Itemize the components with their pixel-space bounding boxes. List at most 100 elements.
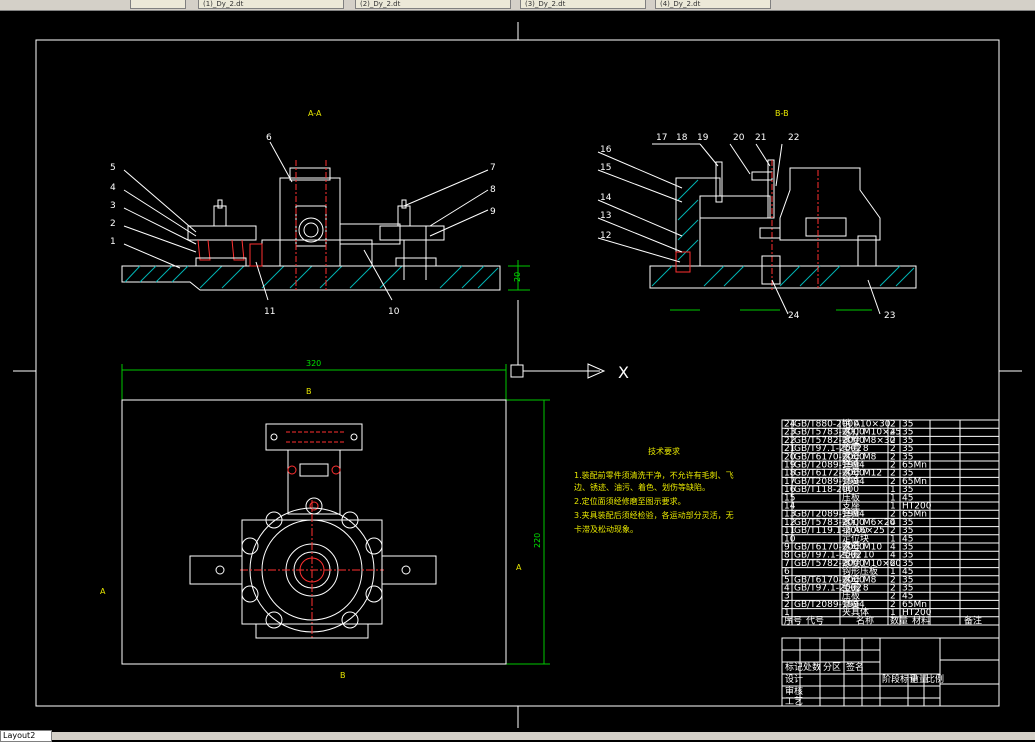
bom-cell: 45 — [902, 592, 913, 602]
tech-req-line-3: 2.定位面须经修磨至图示要求。 — [574, 496, 686, 506]
part-label-13: 13 — [600, 211, 611, 221]
bom-cell: 35 — [902, 420, 913, 430]
bom-cell: 35 — [902, 469, 913, 479]
part-label-3: 3 — [110, 201, 116, 211]
tb-mark: 标记 — [785, 661, 803, 673]
section-aa-view: A-A — [110, 109, 530, 317]
section-marker-a-right: A — [516, 563, 522, 572]
bom-cell: 垫圈 8 — [842, 442, 869, 454]
bom-cell: HT200 — [902, 608, 932, 618]
bom-cell: 35 — [902, 428, 913, 438]
tb-sign: 签名 — [846, 661, 864, 673]
bom-cell: 2 — [890, 600, 896, 610]
bom-cell: 16 — [784, 485, 796, 495]
bom-cell: 2 — [890, 477, 896, 487]
bom-cell: GB/T97.1-2002 — [794, 444, 862, 454]
bom-cell: 2 — [890, 461, 896, 471]
tech-req-line-1: 1.装配前零件须清洗干净，不允许有毛刺、飞 — [574, 470, 734, 480]
bom-cell: 螺钉 M10×25 — [842, 427, 901, 438]
bom-cell: 35 — [902, 444, 913, 454]
bom-cell: 23 — [784, 428, 795, 438]
bom-cell: 2 — [890, 452, 896, 462]
bom-cell: GB/T97.1-2002 — [794, 584, 862, 594]
axis-x-label: X — [618, 363, 629, 382]
bom-cell: 45 — [902, 534, 913, 544]
bom-frame — [781, 419, 1000, 626]
bom-cell: 7 — [784, 559, 790, 569]
bom-cell: 35 — [902, 518, 913, 528]
section-marker-b-top: B — [306, 387, 312, 396]
document-tab-bar: (1)_Dy_2.dt (2)_Dy_2.dt (3)_Dy_2.dt (4)_… — [0, 0, 1035, 11]
part-label-12: 12 — [600, 231, 611, 241]
bom-header-cell: 数量 — [890, 614, 908, 626]
bom-cell: 压板 — [842, 491, 860, 503]
tech-requirements: 技术要求 1.装配前零件须清洗干净，不允许有毛刺、飞 边、锈迹、油污、着色、划伤… — [574, 446, 734, 534]
bom-cell: GB/T2089-1994 — [794, 461, 865, 471]
part-label-16: 16 — [600, 145, 612, 155]
bom-cell: 45 — [902, 567, 913, 577]
cad-drawing-canvas[interactable]: A-A — [0, 10, 1035, 732]
tb-weight: 重量 — [910, 673, 928, 685]
ucs-icon: X — [510, 300, 629, 382]
bom-header-cell: 材料 — [912, 614, 930, 626]
bom-cell: 12 — [784, 518, 795, 528]
bom-cell: 1 — [784, 608, 790, 618]
bom-cell: 4 — [890, 428, 896, 438]
document-tab-2[interactable]: (2)_Dy_2.dt — [355, 0, 511, 9]
bom-cell: GB/T6170-2000 — [794, 575, 865, 585]
part-label-1: 1 — [110, 237, 116, 247]
bom-header-cell: 名称 — [856, 614, 874, 626]
bom-cell: HT200 — [902, 502, 932, 512]
bom-cell: 垫圈 8 — [842, 582, 869, 594]
section-aa-title: A-A — [308, 109, 322, 118]
bom-cell: 销 A6×25 — [842, 524, 885, 536]
bom-cell: 65Mn — [902, 510, 927, 520]
bom-cell: 4 — [890, 543, 896, 553]
part-label-20: 20 — [733, 133, 745, 143]
bom-cell: 4 — [890, 518, 896, 528]
bom-cell: 35 — [902, 452, 913, 462]
dim-base-height: 20 — [513, 272, 522, 282]
bom-cell: 11 — [784, 526, 795, 536]
bom-cell: 2 — [890, 420, 896, 430]
bom-cell: 螺钉 M6×20 — [842, 517, 896, 528]
bom-cell: 21 — [784, 444, 795, 454]
toolbar-icons[interactable] — [130, 0, 186, 9]
bom-cell: 5 — [784, 575, 790, 585]
bom-cell: 14 — [784, 502, 796, 512]
part-label-21: 21 — [755, 133, 766, 143]
dim-height: 220 — [533, 533, 542, 548]
bom-cell: 35 — [902, 559, 913, 569]
bom-cell: 1 — [890, 502, 896, 512]
part-label-5: 5 — [110, 163, 116, 173]
part-label-10: 10 — [388, 307, 400, 317]
bom-cell: 垫圈 10 — [842, 549, 875, 561]
tb-count: 处数 — [803, 661, 821, 673]
bom-cell: 1 — [890, 608, 896, 618]
tb-design: 设计 — [785, 673, 803, 685]
bom-cell: 2 — [890, 436, 896, 446]
bom-cell: 螺栓 M8×30 — [842, 434, 896, 446]
document-tab-4[interactable]: (4)_Dy_2.dt — [655, 0, 771, 9]
part-label-6: 6 — [266, 133, 272, 143]
bom-cell: 2 — [890, 575, 896, 585]
bom-cell: 35 — [902, 526, 913, 536]
bom-cell: 2 — [890, 444, 896, 454]
bom-cell: 支座 — [842, 500, 860, 512]
bom-cell: 销 A10×30 — [842, 418, 891, 430]
document-tab-3[interactable]: (3)_Dy_2.dt — [520, 0, 646, 9]
bom-cell: 销 — [842, 483, 851, 495]
bom-cell: 2 — [890, 559, 896, 569]
bom-cell: GB/T5782-2000 — [794, 436, 865, 446]
bom-cell: 35 — [902, 584, 913, 594]
bom-cell: 35 — [902, 543, 913, 553]
part-label-11: 11 — [264, 307, 275, 317]
bom-cell: 弹簧 — [842, 508, 860, 520]
layout-tab[interactable]: Layout2 — [0, 730, 52, 742]
section-marker-a-left: A — [100, 587, 106, 596]
bom-cell: 螺母 M8 — [842, 451, 877, 462]
document-tab-1[interactable]: (1)_Dy_2.dt — [198, 0, 344, 9]
part-label-15: 15 — [600, 163, 611, 173]
part-label-19: 19 — [697, 133, 709, 143]
